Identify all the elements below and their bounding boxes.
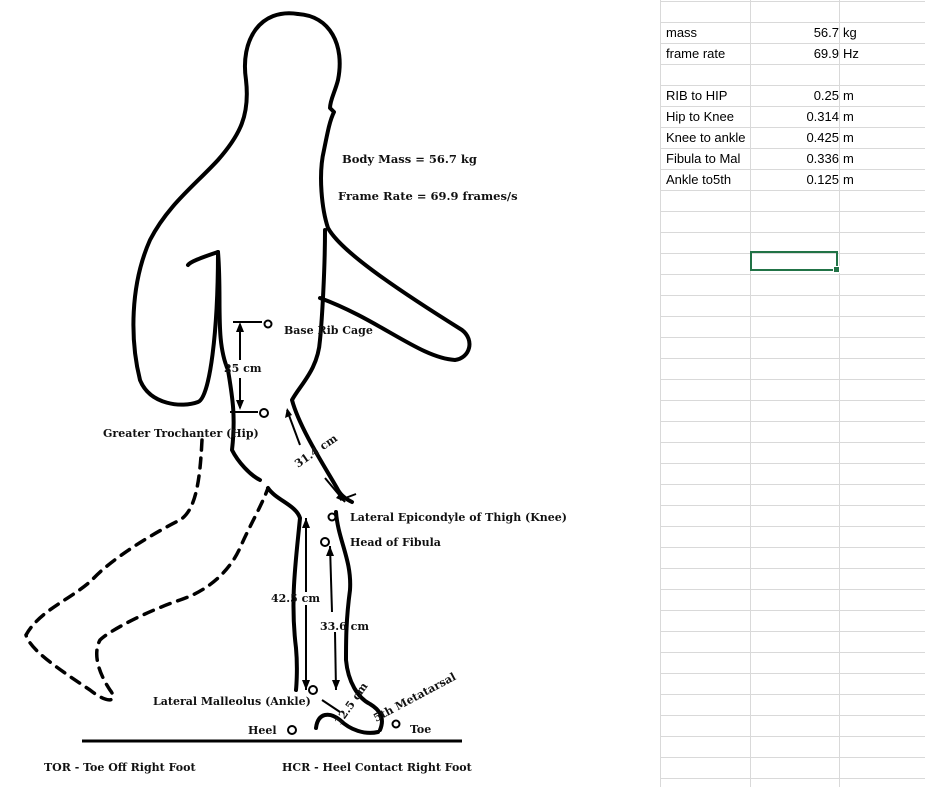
cell-value[interactable]: 56.7 — [813, 25, 839, 40]
cell-unit[interactable]: m — [843, 88, 854, 103]
column-divider — [750, 0, 751, 787]
cell-label[interactable]: Fibula to Mal — [666, 151, 741, 166]
hcr-caption: HCR - Heel Contact Right Foot — [282, 761, 473, 774]
heel-marker — [287, 725, 297, 735]
cell-value[interactable]: 0.425 — [806, 130, 839, 145]
column-divider — [839, 0, 840, 787]
rib-marker — [263, 319, 273, 329]
toe-marker — [391, 719, 401, 729]
cell-value[interactable]: 0.336 — [806, 151, 839, 166]
cell-value[interactable]: 0.25 — [813, 88, 839, 103]
column-divider — [660, 0, 661, 787]
knee-label: Lateral Epicondyle of Thigh (Knee) — [350, 511, 567, 524]
selected-cell[interactable] — [750, 251, 840, 273]
cell-label[interactable]: Knee to ankle — [666, 130, 746, 145]
cell-value[interactable]: 69.9 — [813, 46, 839, 61]
hip-knee-distance-label: 31.4 cm — [292, 432, 340, 471]
cell-value[interactable]: 0.125 — [806, 172, 839, 187]
cell-label[interactable]: Hip to Knee — [666, 109, 734, 124]
metatarsal-label: 5th Metatarsal — [371, 670, 458, 724]
cell-unit[interactable]: Hz — [843, 46, 859, 61]
knee-ankle-distance-label: 42.5 cm — [271, 592, 320, 605]
body-outline — [131, 11, 300, 407]
ankle-5th-distance-label: 12.5 cm — [332, 680, 371, 728]
rib-cage-label: Base Rib Cage — [284, 324, 373, 337]
ankle-label: Lateral Malleolus (Ankle) — [153, 695, 311, 708]
heel-label: Heel — [248, 724, 277, 737]
cell-label[interactable]: mass — [666, 25, 698, 40]
cell-label[interactable]: frame rate — [666, 46, 726, 61]
cell-label[interactable]: Ankle to5th — [666, 172, 732, 187]
cell-label[interactable]: RIB to HIP — [666, 88, 728, 103]
hip-label: Greater Trochanter (Hip) — [103, 427, 259, 440]
cell-unit[interactable]: kg — [843, 25, 857, 40]
fibula-marker — [320, 537, 330, 547]
tor-caption: TOR - Toe Off Right Foot — [44, 761, 196, 774]
gait-diagram-image[interactable]: Body Mass = 56.7 kg Frame Rate = 69.9 fr… — [0, 0, 660, 787]
fibula-mal-distance-label: 33.6 cm — [320, 620, 369, 633]
cell-unit[interactable]: m — [843, 172, 854, 187]
toe-label: Toe — [410, 723, 431, 736]
frame-rate-label: Frame Rate = 69.9 frames/s — [338, 189, 518, 203]
cell-unit[interactable]: m — [843, 151, 854, 166]
hip-marker — [259, 408, 269, 418]
body-mass-label: Body Mass = 56.7 kg — [342, 152, 477, 166]
knee-marker — [327, 512, 337, 522]
cell-value[interactable]: 0.314 — [806, 109, 839, 124]
fibula-label: Head of Fibula — [350, 536, 441, 549]
cell-unit[interactable]: m — [843, 109, 854, 124]
walking-figure-drawing: Body Mass = 56.7 kg Frame Rate = 69.9 fr… — [24, 11, 567, 774]
cell-unit[interactable]: m — [843, 130, 854, 145]
rib-hip-distance-label: 25 cm — [224, 362, 262, 375]
ankle-marker — [308, 685, 318, 695]
fill-handle[interactable] — [833, 266, 840, 273]
